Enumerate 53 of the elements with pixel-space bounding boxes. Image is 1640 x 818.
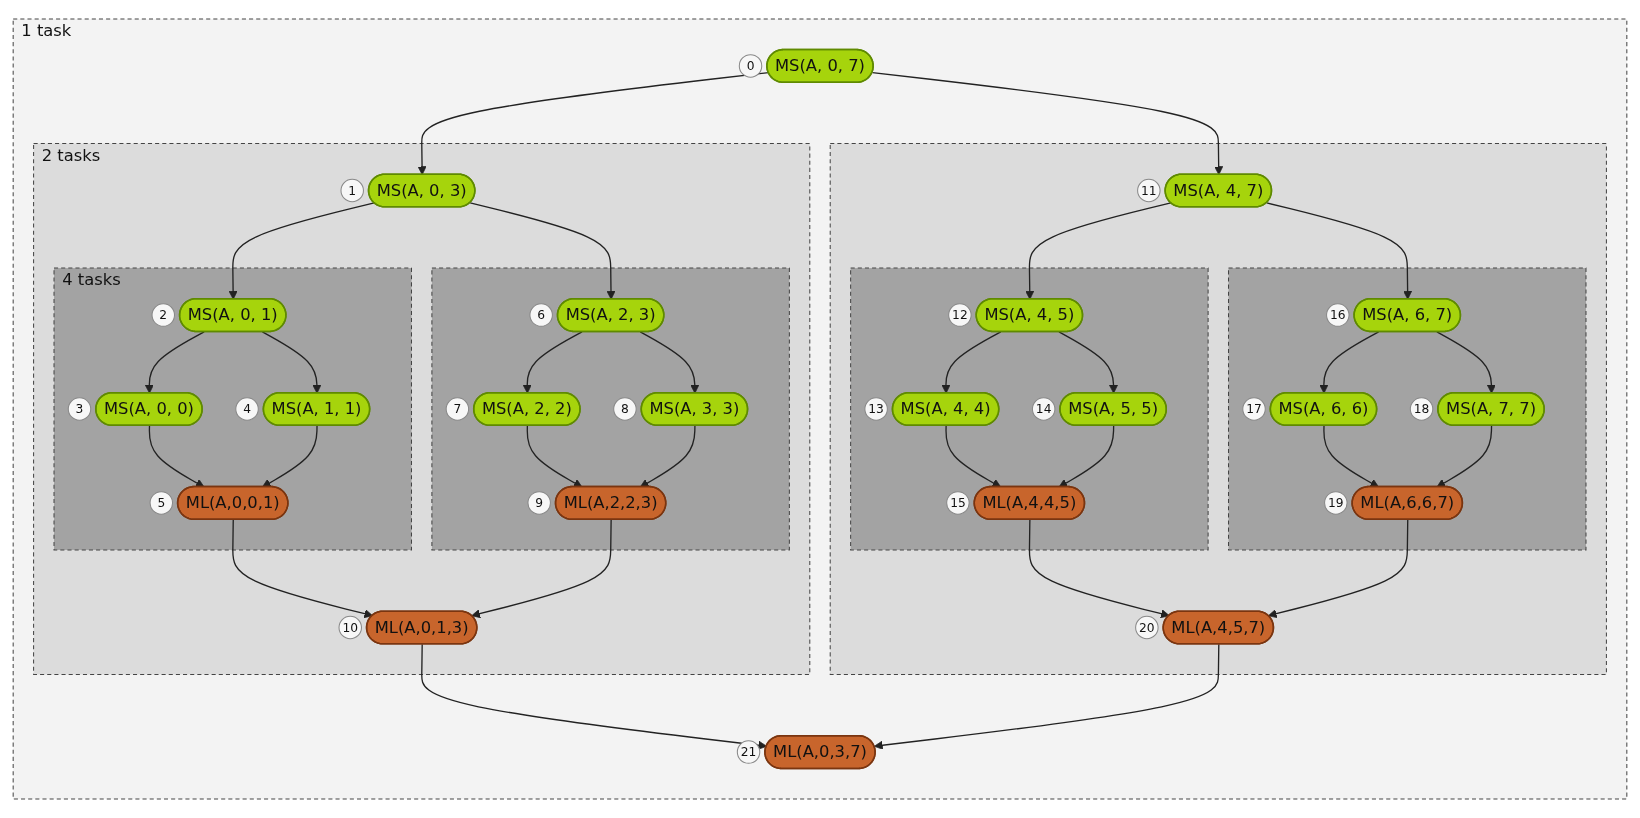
arrow	[1028, 519, 1170, 619]
arrow	[1058, 331, 1118, 394]
arrow	[261, 331, 322, 394]
step-number: 13	[864, 397, 888, 421]
step-number: 12	[948, 303, 972, 327]
arrow	[469, 202, 616, 300]
step-number: 15	[946, 491, 970, 515]
step-number: 11	[1137, 178, 1161, 203]
step-number: 10	[338, 615, 362, 640]
step-number: 4	[235, 397, 259, 421]
arrow	[1058, 425, 1115, 488]
step-number: 9	[527, 491, 551, 515]
arrow	[941, 331, 1002, 394]
arrow	[526, 425, 583, 488]
cluster	[431, 267, 790, 551]
arrow	[1323, 425, 1380, 488]
step-number: 16	[1326, 303, 1350, 327]
arrow	[1319, 331, 1380, 394]
arrow	[232, 519, 374, 619]
step-number: 7	[445, 397, 470, 421]
arrow	[144, 331, 205, 394]
arrow	[1436, 425, 1493, 488]
arrow	[471, 519, 612, 619]
step-number: 0	[738, 54, 763, 78]
arrow	[148, 425, 205, 488]
step-number: 8	[613, 397, 637, 421]
step-number: 18	[1409, 397, 1434, 421]
arrow	[871, 71, 1224, 176]
arrow	[1266, 202, 1413, 300]
arrow	[228, 202, 375, 300]
step-number: 2	[151, 303, 175, 327]
arrow	[873, 643, 1220, 750]
cluster	[850, 267, 1209, 551]
step-number: 6	[529, 303, 553, 327]
cluster	[829, 143, 1607, 675]
step-number: 3	[67, 397, 92, 421]
step-number: 19	[1324, 491, 1348, 515]
cluster	[1228, 267, 1587, 551]
step-number: 21	[736, 740, 761, 764]
step-number: 1	[340, 178, 364, 203]
arrow	[421, 643, 768, 750]
step-number: 20	[1135, 615, 1159, 640]
arrow	[639, 331, 700, 394]
arrow	[1025, 202, 1172, 300]
arrow	[262, 425, 318, 488]
arrow	[945, 425, 1002, 488]
arrow	[639, 425, 696, 488]
arrow	[1267, 519, 1409, 619]
step-number: 14	[1031, 397, 1056, 421]
step-number: 17	[1242, 397, 1266, 421]
arrow	[1436, 331, 1496, 394]
arrow	[522, 331, 583, 394]
step-number: 5	[149, 491, 174, 515]
